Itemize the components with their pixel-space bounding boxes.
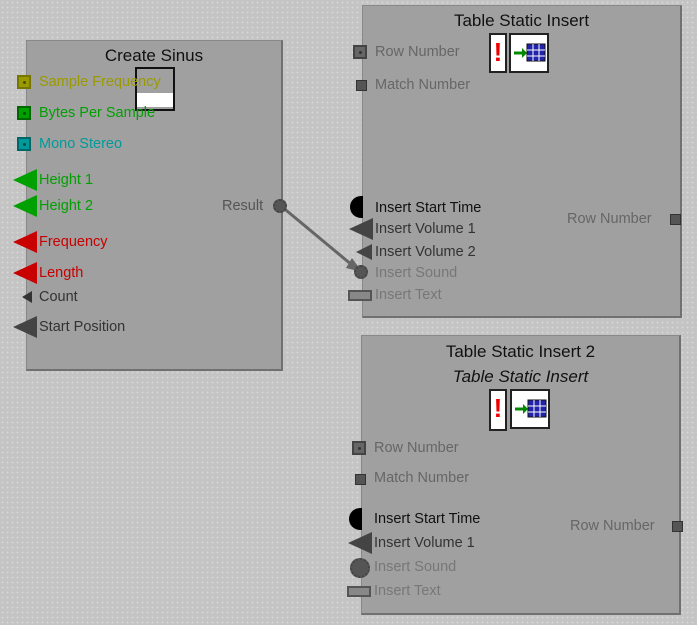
warning-icon: ! <box>489 389 507 431</box>
match-number-pin-icon[interactable] <box>355 474 366 485</box>
pin-label: Height 1 <box>39 172 94 188</box>
pin-label: Insert Volume 1 <box>375 221 476 237</box>
start-position-pin-icon[interactable] <box>13 316 37 338</box>
result-output-pin-icon[interactable] <box>273 199 287 213</box>
warning-icon: ! <box>489 33 507 73</box>
mono-stereo-pin-icon[interactable] <box>17 137 31 151</box>
pin-label: Row Number <box>374 440 459 456</box>
pin-label: Count <box>39 289 78 305</box>
node-preview-icon <box>135 67 175 111</box>
node-subtitle: Table Static Insert <box>452 367 589 386</box>
pin-label: Sample Frequency <box>39 74 161 90</box>
pin-label: Frequency <box>39 234 108 250</box>
pin-label: Insert Volume 1 <box>374 535 475 551</box>
row-number-pin-icon[interactable] <box>353 45 367 59</box>
pin-label: Row Number <box>375 44 460 60</box>
insert-text-pin-icon[interactable] <box>347 586 371 597</box>
pin-label: Insert Start Time <box>375 200 482 216</box>
insert-volume-2-pin-icon[interactable] <box>356 244 372 260</box>
pin-label: Insert Text <box>374 583 441 599</box>
pin-label: Insert Sound <box>375 265 458 281</box>
pin-label: Length <box>39 265 84 281</box>
output-label: Row Number <box>567 211 652 227</box>
row-number-output-pin-icon[interactable] <box>670 214 681 225</box>
create-sinus-node[interactable]: Create Sinus <box>26 40 283 371</box>
height-1-pin-icon[interactable] <box>13 169 37 191</box>
table-insert-icon <box>509 33 549 73</box>
pin-label: Insert Volume 2 <box>375 244 476 260</box>
insert-text-pin-icon[interactable] <box>348 290 372 301</box>
pin-label: Bytes Per Sample <box>39 105 156 121</box>
node-title: Create Sinus <box>104 46 204 65</box>
node-title: Table Static Insert 2 <box>445 342 596 361</box>
pin-label: Insert Text <box>375 287 442 303</box>
pin-label: Start Position <box>39 319 126 335</box>
insert-volume-1-pin-icon[interactable] <box>348 532 372 554</box>
length-pin-icon[interactable] <box>13 262 37 284</box>
pin-label: Match Number <box>375 77 471 93</box>
insert-start-time-pin-icon[interactable] <box>350 196 363 218</box>
output-label: Result <box>222 198 264 214</box>
insert-sound-pin-icon[interactable] <box>354 265 368 279</box>
row-number-pin-icon[interactable] <box>352 441 366 455</box>
pin-label: Height 2 <box>39 198 94 214</box>
sample-frequency-pin-icon[interactable] <box>17 75 31 89</box>
row-number-output-pin-icon[interactable] <box>672 521 683 532</box>
insert-volume-1-pin-icon[interactable] <box>349 218 373 240</box>
node-title: Table Static Insert <box>453 11 590 30</box>
pin-label: Insert Start Time <box>374 511 481 527</box>
height-2-pin-icon[interactable] <box>13 195 37 217</box>
output-label: Row Number <box>570 518 655 534</box>
pin-label: Insert Sound <box>374 559 457 575</box>
insert-sound-pin-icon[interactable] <box>350 558 370 578</box>
insert-start-time-pin-icon[interactable] <box>349 508 362 530</box>
table-static-insert-node[interactable]: Table Static Insert ! <box>362 5 682 318</box>
pin-label: Mono Stereo <box>39 136 123 152</box>
table-insert-icon <box>510 389 550 429</box>
match-number-pin-icon[interactable] <box>356 80 367 91</box>
pin-label: Match Number <box>374 470 470 486</box>
count-pin-icon[interactable] <box>22 291 32 303</box>
frequency-pin-icon[interactable] <box>13 231 37 253</box>
bytes-per-sample-pin-icon[interactable] <box>17 106 31 120</box>
table-static-insert-2-node[interactable]: Table Static Insert 2 Table Static Inser… <box>361 335 681 615</box>
